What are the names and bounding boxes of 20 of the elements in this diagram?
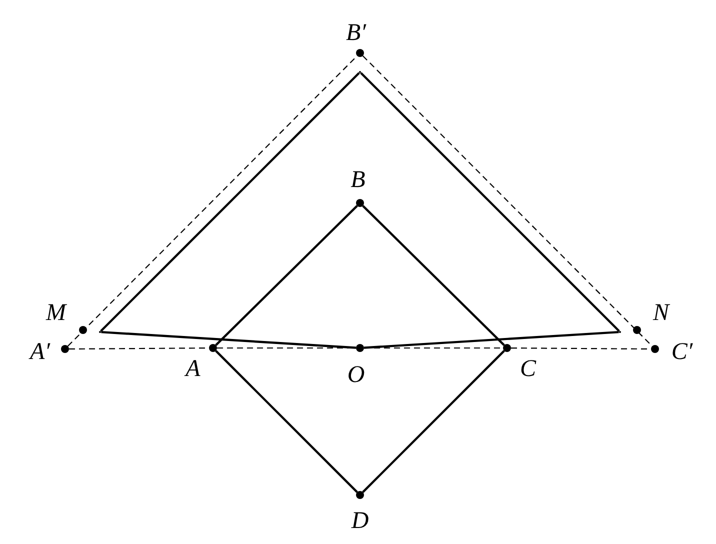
line-segment [100, 72, 360, 332]
point-label: C′ [671, 340, 693, 364]
line-segment [101, 330, 356, 349]
line-segment [362, 205, 505, 346]
point-label: C [520, 357, 536, 381]
line-segment [215, 350, 358, 493]
point-label: A′ [30, 340, 50, 364]
point-label: M [46, 301, 66, 325]
point-label: N [653, 301, 669, 325]
point-label: B′ [346, 21, 366, 45]
line-segment [215, 205, 358, 346]
point-label: D [351, 509, 369, 533]
point-label: B [350, 168, 366, 192]
line-segment [360, 72, 620, 332]
point-label: A [186, 357, 200, 381]
point-label: O [347, 363, 365, 387]
line-segment [362, 350, 505, 493]
dashed-line [364, 347, 503, 349]
dashed-line [217, 347, 356, 349]
line-segment [364, 330, 619, 349]
